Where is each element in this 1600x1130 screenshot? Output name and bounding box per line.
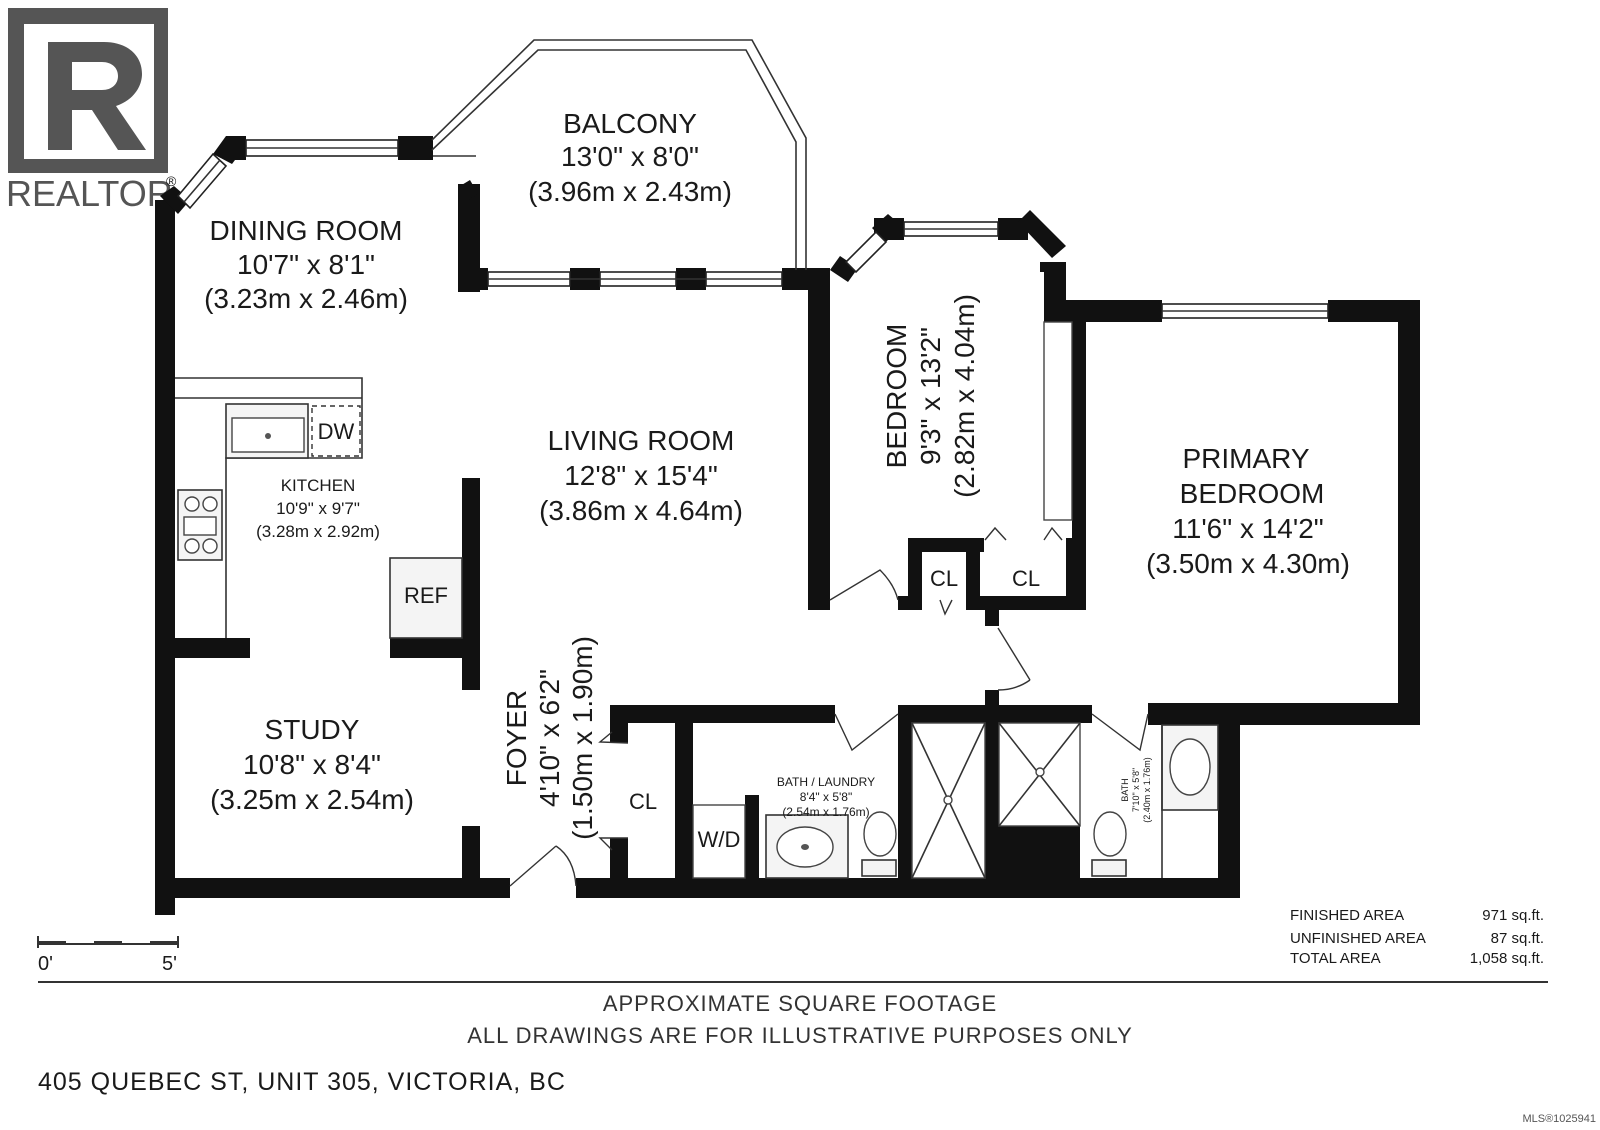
area-value-total: 1,058 sq.ft. (1470, 950, 1544, 967)
ref-label: REF (404, 583, 448, 608)
kitchen-imperial: 10'9" x 9'7" (276, 499, 360, 518)
bedroom-name: BEDROOM (881, 324, 912, 469)
foyer-name: FOYER (501, 690, 532, 786)
dining-imperial: 10'7" x 8'1" (237, 249, 375, 280)
kitchen-metric: (3.28m x 2.92m) (256, 522, 380, 541)
realtor-logo: REALTOR ® (6, 8, 177, 214)
foyer-imperial: 4'10" x 6'2" (534, 669, 565, 807)
dishwasher (311, 405, 361, 457)
closet-label: CL (1012, 566, 1040, 591)
area-label-unfinished: UNFINISHED AREA (1290, 930, 1426, 947)
area-label-finished: FINISHED AREA (1290, 907, 1404, 924)
scale-bar: 0' 5' (37, 936, 179, 975)
primary-name-2: BEDROOM (1180, 478, 1325, 509)
closet-label: CL (930, 566, 958, 591)
study-metric: (3.25m x 2.54m) (210, 784, 414, 815)
scale-end: 5' (162, 953, 177, 975)
wd-label: W/D (698, 827, 741, 852)
refrigerator (389, 557, 463, 639)
area-label-total: TOTAL AREA (1290, 950, 1381, 967)
balcony-name: BALCONY (563, 108, 697, 139)
bath-laundry-metric: (2.54m x 1.76m) (782, 805, 869, 819)
closet-label: CL (629, 789, 657, 814)
dw-label: DW (318, 419, 355, 444)
bath-fixtures: W/D (692, 722, 1219, 879)
living-metric: (3.86m x 4.64m) (539, 495, 743, 526)
windows (176, 139, 1329, 521)
area-table: FINISHED AREA 971 sq.ft. UNFINISHED AREA… (1290, 907, 1544, 967)
foyer-metric: (1.50m x 1.90m) (567, 636, 598, 840)
bath-laundry-imperial: 8'4" x 5'8" (800, 790, 852, 804)
bath-name: BATH (1120, 778, 1130, 801)
logo-text: REALTOR (6, 173, 173, 214)
balcony-metric: (3.96m x 2.43m) (528, 176, 732, 207)
bath-metric: (2.40m x 1.76m) (1142, 757, 1152, 823)
note-approximate: APPROXIMATE SQUARE FOOTAGE (603, 991, 997, 1016)
room-labels: BALCONY 13'0" x 8'0" (3.96m x 2.43m) DIN… (204, 108, 1350, 840)
bedroom-imperial: 9'3" x 13'2" (915, 327, 946, 465)
dining-name: DINING ROOM (210, 215, 403, 246)
primary-imperial: 11'6" x 14'2" (1172, 513, 1323, 544)
dining-metric: (3.23m x 2.46m) (204, 283, 408, 314)
primary-metric: (3.50m x 4.30m) (1146, 548, 1350, 579)
washer-dryer (692, 804, 746, 879)
living-imperial: 12'8" x 15'4" (564, 460, 718, 491)
mls-number: MLS®1025941 (1522, 1113, 1596, 1125)
logo-mark: ® (166, 173, 177, 189)
study-imperial: 10'8" x 8'4" (243, 749, 381, 780)
note-illustrative: ALL DRAWINGS ARE FOR ILLUSTRATIVE PURPOS… (467, 1023, 1133, 1048)
primary-name-1: PRIMARY (1182, 443, 1309, 474)
scale-start: 0' (38, 953, 53, 975)
bath-imperial: 7'10" x 5'8" (1131, 768, 1141, 812)
area-value-finished: 971 sq.ft. (1482, 907, 1544, 924)
study-name: STUDY (265, 714, 360, 745)
bedroom-metric: (2.82m x 4.04m) (949, 294, 980, 498)
bath-laundry-name: BATH / LAUNDRY (777, 775, 875, 789)
address: 405 QUEBEC ST, UNIT 305, VICTORIA, BC (38, 1068, 566, 1096)
balcony-outline (431, 39, 807, 270)
area-value-unfinished: 87 sq.ft. (1491, 930, 1544, 947)
walls (155, 136, 1420, 915)
kitchen-fixtures: DW REF (175, 377, 463, 639)
doors (509, 526, 1149, 887)
balcony-imperial: 13'0" x 8'0" (561, 141, 699, 172)
kitchen-name: KITCHEN (281, 476, 356, 495)
living-name: LIVING ROOM (548, 425, 735, 456)
